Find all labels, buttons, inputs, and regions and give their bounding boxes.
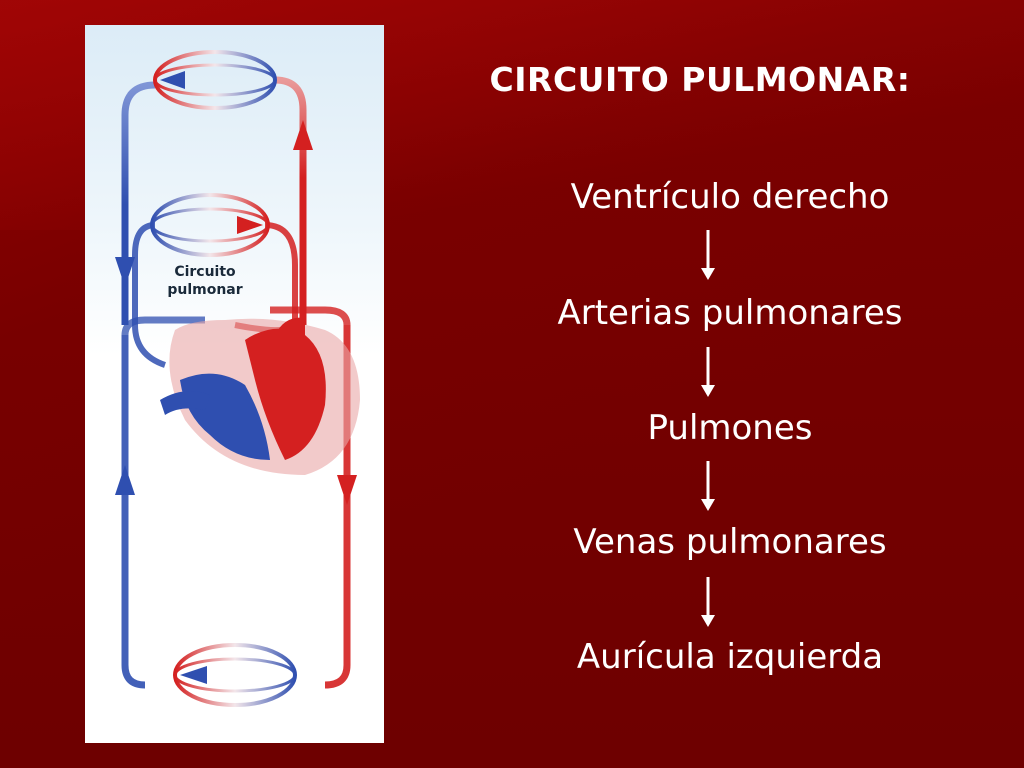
arrow-down-right-vessel bbox=[337, 475, 357, 505]
arrow-up-left-vessel bbox=[115, 465, 135, 495]
arrow-up-right-vessel bbox=[293, 120, 313, 150]
circulation-diagram-svg bbox=[115, 50, 360, 707]
lung-capillaries bbox=[150, 193, 270, 257]
flow-step-3: Pulmones bbox=[647, 408, 813, 448]
down-arrow-icon bbox=[701, 347, 715, 397]
circulation-diagram: Circuito pulmonar bbox=[85, 25, 384, 743]
arrow-down-left-vessel bbox=[115, 257, 135, 287]
systemic-vein-left bbox=[121, 335, 146, 689]
systemic-artery-right bbox=[324, 325, 351, 689]
systemic-top-right bbox=[270, 306, 351, 326]
lower-body-capillaries bbox=[173, 643, 297, 707]
upper-right-artery bbox=[274, 76, 307, 325]
down-arrow-icon bbox=[701, 577, 715, 627]
pulmonary-vein bbox=[132, 222, 167, 368]
down-arrow-icon bbox=[701, 461, 715, 511]
upper-body-capillaries bbox=[153, 50, 277, 110]
flow-step-2: Arterias pulmonares bbox=[557, 293, 903, 333]
flow-step-5: Aurícula izquierda bbox=[576, 637, 884, 677]
flow-step-4: Venas pulmonares bbox=[573, 522, 887, 562]
down-arrow-icon bbox=[701, 230, 715, 280]
slide-title: CIRCUITO PULMONAR: bbox=[489, 60, 911, 99]
diagram-label-line1: Circuito bbox=[174, 264, 236, 280]
diagram-label: Circuito pulmonar bbox=[155, 263, 255, 299]
diagram-label-line2: pulmonar bbox=[167, 282, 243, 298]
systemic-top-left bbox=[121, 316, 205, 336]
heart bbox=[160, 317, 360, 475]
upper-left-vein bbox=[121, 81, 156, 325]
flow-step-1: Ventrículo derecho bbox=[570, 177, 890, 217]
